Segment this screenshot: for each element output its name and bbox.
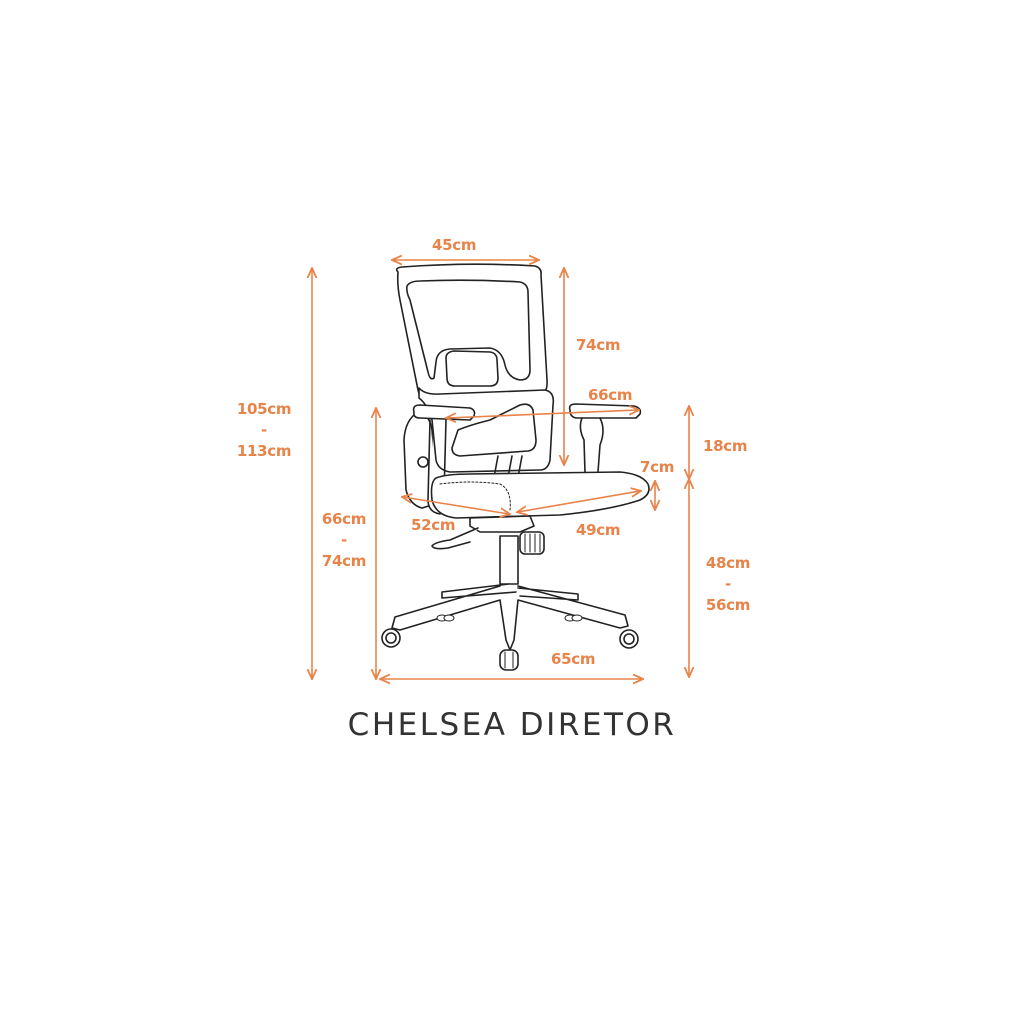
gas-lift bbox=[499, 535, 519, 585]
caster-front bbox=[499, 649, 519, 671]
tilt-lever bbox=[431, 527, 479, 550]
caster-left bbox=[381, 628, 401, 648]
tilt-knob bbox=[417, 456, 429, 468]
base-star bbox=[391, 583, 629, 651]
right-armrest-post bbox=[579, 417, 604, 473]
label-seat-depth: 52cm bbox=[411, 516, 456, 534]
label-seat-height: 48cm - 56cm bbox=[705, 554, 751, 614]
dimension-lines bbox=[312, 260, 689, 679]
label-seat-width: 49cm bbox=[576, 521, 621, 539]
dim-line-seat-width bbox=[518, 491, 640, 512]
label-armrest-adjust: 7cm bbox=[640, 458, 675, 476]
chair-outline bbox=[381, 263, 650, 671]
label-base-width: 65cm bbox=[551, 650, 596, 668]
lumbar-pad bbox=[445, 350, 499, 387]
label-backrest-height: 74cm bbox=[576, 336, 621, 354]
caster-back-left bbox=[436, 614, 455, 622]
caster-right bbox=[619, 629, 639, 649]
product-title: CHELSEA DIRETOR bbox=[347, 707, 677, 743]
seat-mechanism bbox=[469, 515, 535, 533]
label-armrest-span: 66cm bbox=[588, 386, 633, 404]
label-armrest-height: 18cm bbox=[703, 437, 748, 455]
label-backrest-width: 45cm bbox=[432, 236, 477, 254]
label-total-height: 105cm - 113cm bbox=[236, 400, 292, 460]
height-knob bbox=[519, 531, 545, 555]
caster-back-right bbox=[564, 614, 583, 622]
backrest-mesh bbox=[406, 279, 531, 381]
dim-line-seat-depth bbox=[403, 497, 509, 514]
seat-stitch bbox=[439, 481, 511, 511]
label-armrest-floor-height: 66cm - 74cm bbox=[321, 510, 367, 570]
dim-line-armrest-span bbox=[447, 410, 638, 418]
